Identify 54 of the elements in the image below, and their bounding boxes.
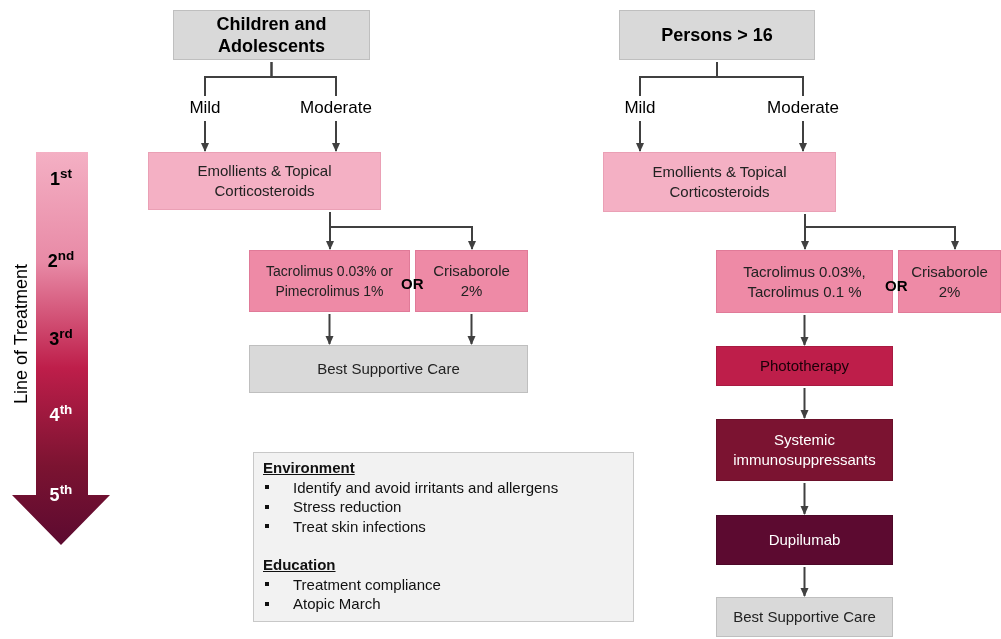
box-text: Dupilumab <box>768 529 841 550</box>
list-item: Identify and avoid irritants and allergens <box>293 477 559 497</box>
or-label: OR <box>885 276 908 296</box>
box-text: Emollients & Topical Corticosteroids <box>196 161 333 201</box>
list-item: Stress reduction <box>293 497 402 517</box>
treatment-box <box>716 515 893 565</box>
arrow <box>467 313 476 345</box>
treatment-box <box>716 419 893 481</box>
box-text: Tacrolimus 0.03% or Pimecrolimus 1% <box>265 262 394 301</box>
arrow <box>800 314 809 346</box>
supportive-care-box <box>249 345 528 393</box>
severity-text: Mild <box>189 97 221 120</box>
arrow <box>325 313 334 345</box>
box-text: Emollients & Topical Corticosteroids <box>651 162 788 202</box>
box-text: Best Supportive Care <box>317 358 460 379</box>
box-text: Best Supportive Care <box>733 606 876 627</box>
list-item: Treat skin infections <box>293 516 426 536</box>
group-header-box <box>619 10 815 60</box>
section-heading: Environment <box>263 458 355 478</box>
arrow <box>800 387 809 419</box>
box-text: Systemic immunosuppressants <box>732 430 877 470</box>
arrow <box>636 120 644 152</box>
list-item: Atopic March <box>293 594 381 614</box>
box-text: Persons > 16 <box>661 24 773 46</box>
box-text: Tacrolimus 0.03%, Tacrolimus 0.1 % <box>742 261 867 302</box>
treatment-box <box>603 152 836 212</box>
arrow <box>799 120 807 152</box>
box-text: Phototherapy <box>759 355 850 376</box>
arrow <box>201 120 209 152</box>
arrow <box>804 213 959 250</box>
connector-line <box>270 61 337 97</box>
box-text: Crisaborole 2% <box>910 261 989 302</box>
or-label: OR <box>401 274 424 294</box>
section-heading: Education <box>263 555 336 575</box>
list-item: Treatment compliance <box>293 574 441 594</box>
advice-panel <box>253 452 634 622</box>
connector-line <box>716 61 804 97</box>
treatment-box <box>148 152 381 210</box>
arrow <box>329 211 476 250</box>
arrow <box>332 120 340 152</box>
severity-text: Mild <box>624 97 656 120</box>
severity-text: Moderate <box>300 97 372 120</box>
line-number: 1$^{st}$ <box>49 166 73 191</box>
line-number: 4$^{th}$ <box>48 402 74 427</box>
box-text: Children and Adolescents <box>215 13 328 57</box>
axis-title: Line of Treatment <box>10 262 32 407</box>
arrow <box>800 482 809 515</box>
treatment-box <box>716 346 893 386</box>
group-header-box <box>173 10 370 60</box>
supportive-care-box <box>716 597 893 637</box>
box-text: Crisaborole 2% <box>432 261 511 301</box>
line-number: 5$^{th}$ <box>48 482 74 507</box>
severity-text: Moderate <box>767 97 839 120</box>
arrow <box>800 566 809 597</box>
